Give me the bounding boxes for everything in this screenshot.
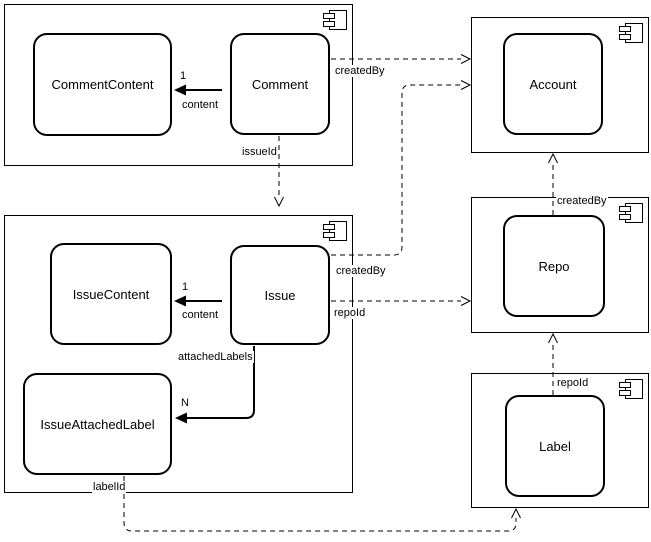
node-issue-content: IssueContent (50, 243, 172, 345)
component-icon (323, 10, 347, 30)
node-issue: Issue (230, 245, 330, 345)
edge-multiplicity-comment-content: 1 (179, 70, 188, 82)
edge-multiplicity-attachedlabels: N (180, 397, 190, 409)
node-label: Label (505, 395, 605, 497)
node-label-text: Label (539, 438, 571, 454)
edge-label-content-comment: content (181, 99, 220, 111)
node-label: Repo (538, 258, 570, 274)
node-label: Account (529, 76, 577, 92)
edge-label-repoid-issue: repoId (333, 307, 367, 319)
edge-label-createdby-issue: createdBy (335, 265, 387, 277)
node-comment-content: CommentContent (33, 33, 172, 136)
node-issue-attached-label: IssueAttachedLabel (23, 373, 172, 475)
edge-label-createdby-comment: createdBy (334, 65, 386, 77)
edge-label-createdby-repo: createdBy (556, 195, 608, 207)
edge-label-repoid-label: repoId (556, 377, 590, 389)
node-label: IssueContent (72, 286, 150, 302)
node-label: IssueAttachedLabel (40, 416, 155, 432)
edge-multiplicity-issue-content: 1 (181, 281, 190, 293)
edge-label-labelid: labelId (92, 481, 127, 493)
component-icon (619, 379, 643, 399)
component-icon (619, 203, 643, 223)
edge-label-content-issue: content (181, 309, 220, 321)
node-account: Account (503, 33, 603, 135)
node-comment: Comment (230, 33, 330, 135)
node-repo: Repo (503, 215, 605, 317)
node-label: Comment (251, 76, 309, 92)
edge-label-issueid: issueId (241, 146, 278, 158)
component-icon (323, 221, 347, 241)
node-label: CommentContent (51, 77, 154, 92)
node-label: Issue (264, 287, 296, 303)
edge-label-attachedlabels: attachedLabels (177, 351, 254, 363)
component-icon (619, 23, 643, 43)
